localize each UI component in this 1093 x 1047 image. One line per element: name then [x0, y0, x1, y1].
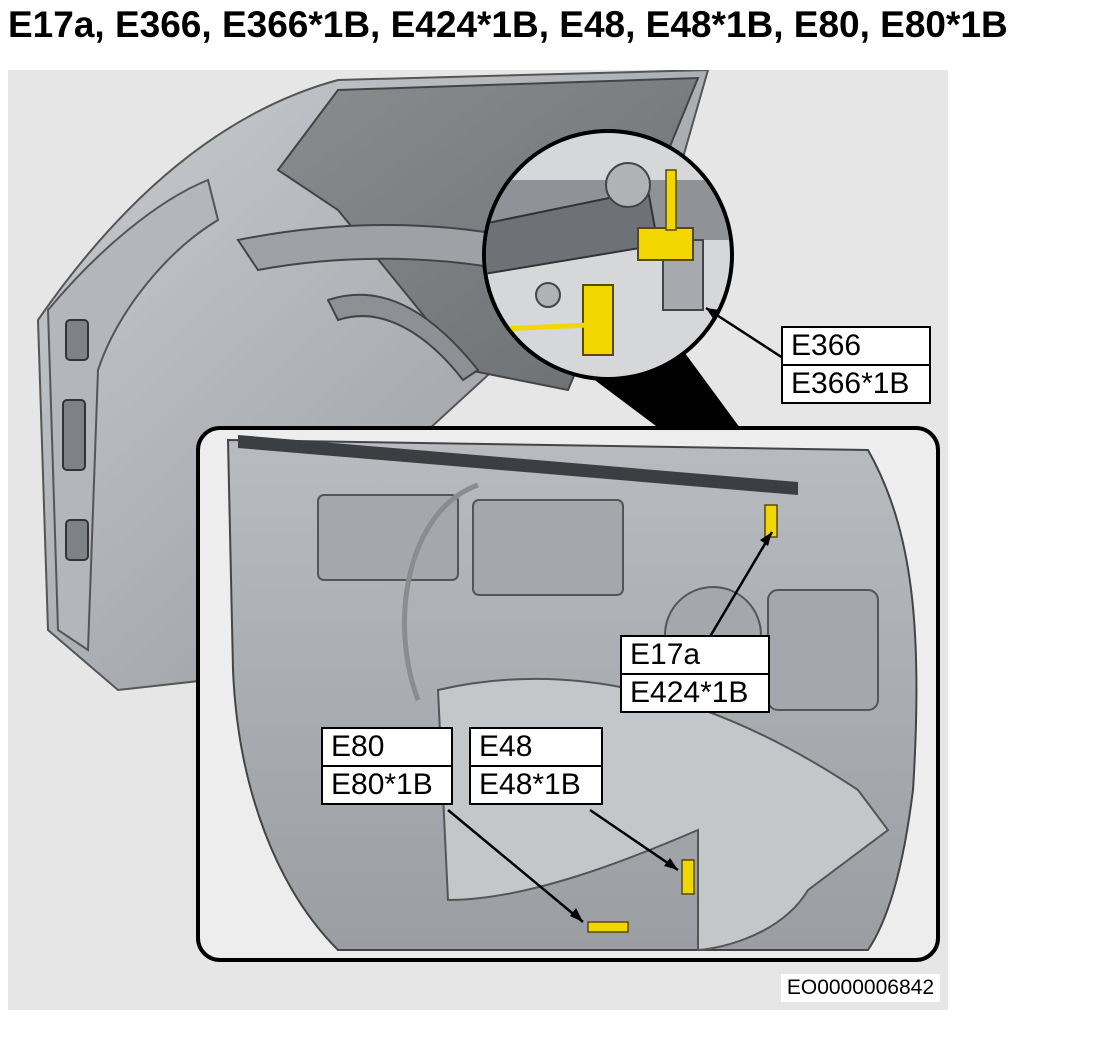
callout-e80-code: E80	[331, 730, 385, 763]
connector-e80	[587, 921, 629, 933]
yellow-connectors	[587, 504, 778, 933]
callout-e366-subcode: E366*1B	[783, 364, 929, 402]
callout-e366-code: E366	[791, 329, 862, 362]
leader-arrowheads	[570, 308, 772, 922]
door-hinge-pillar	[46, 178, 220, 652]
leader-e80	[447, 809, 584, 923]
leader-lines	[447, 306, 787, 923]
connector-e48	[681, 859, 695, 895]
reference-code: EO0000006842	[780, 974, 940, 1002]
leader-e366	[705, 306, 787, 362]
callout-e17a-subcode: E424*1B	[622, 673, 768, 711]
hinges	[62, 319, 89, 561]
door-location-diagram: E366 E366*1B E17a E424*1B E80 E80*1B E48…	[8, 70, 948, 1010]
door-illustration	[36, 70, 940, 962]
leader-e17a	[706, 531, 774, 641]
callout-e48-subcode: E48*1B	[471, 765, 601, 803]
callout-e366: E366 E366*1B	[781, 326, 931, 404]
callout-e48: E48 E48*1B	[469, 727, 603, 805]
connector-e366-lower	[582, 284, 614, 356]
zoom-detail	[486, 133, 730, 377]
door-grab-handle	[326, 293, 480, 382]
callout-e48-code: E48	[479, 730, 533, 763]
callout-e17a: E17a E424*1B	[620, 635, 770, 713]
connector-e17a	[764, 504, 778, 538]
leader-e48	[589, 808, 679, 872]
callout-e17a-code: E17a	[630, 638, 701, 671]
callout-e80-subcode: E80*1B	[323, 765, 451, 803]
page-title: E17a, E366, E366*1B, E424*1B, E48, E48*1…	[8, 4, 1008, 45]
window-seal-strip	[238, 435, 798, 495]
wire-harness	[402, 482, 479, 701]
connector-e366	[637, 227, 694, 261]
callout-e80: E80 E80*1B	[321, 727, 453, 805]
